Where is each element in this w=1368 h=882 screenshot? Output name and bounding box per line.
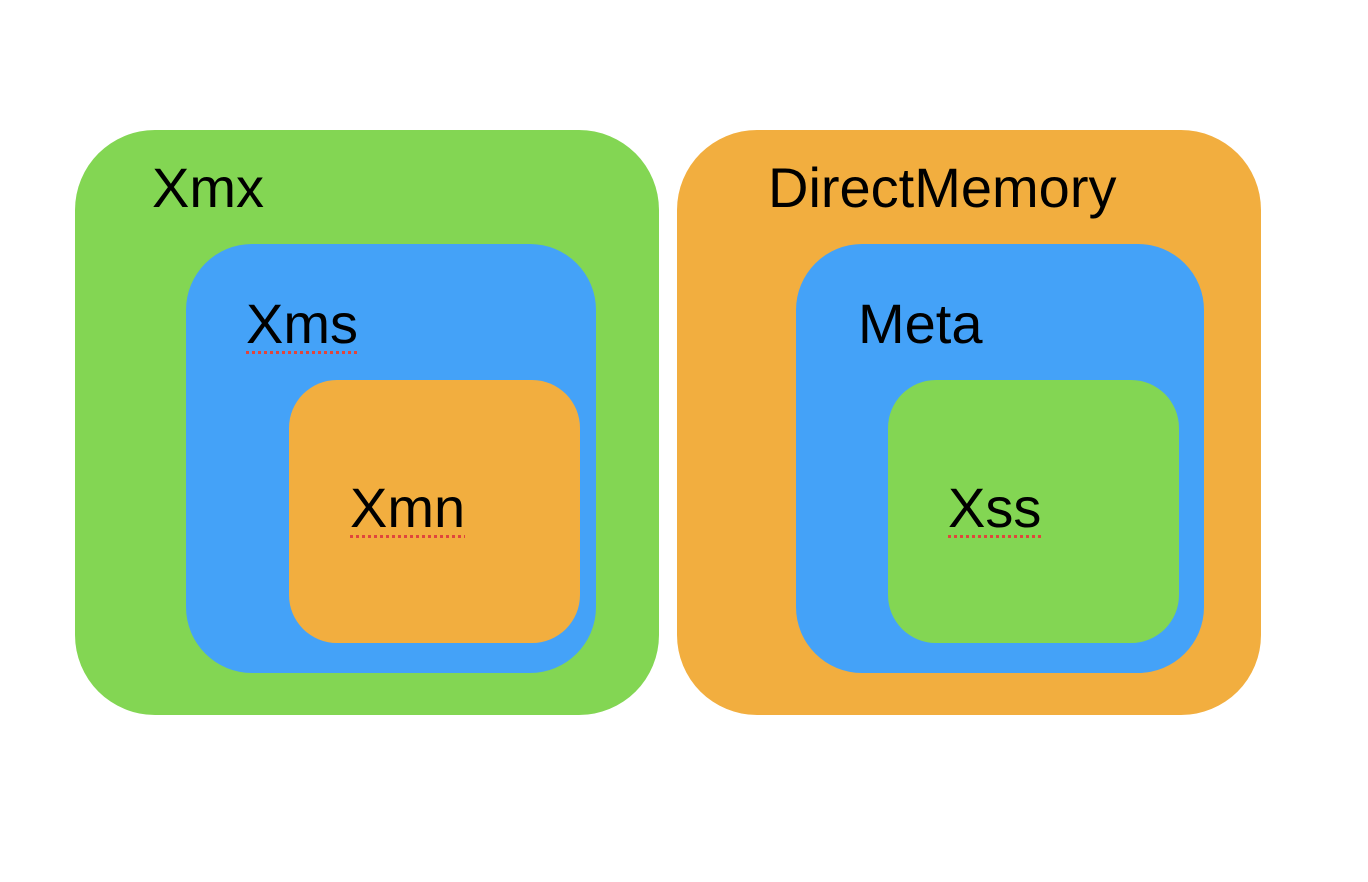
xmn-box: [289, 380, 580, 643]
direct-memory-label: DirectMemory: [768, 156, 1117, 219]
xss-box: [888, 380, 1179, 643]
xss-label: Xss: [948, 476, 1042, 539]
meta-label: Meta: [858, 292, 983, 355]
xms-label: Xms: [246, 292, 358, 355]
xmn-label: Xmn: [350, 476, 466, 539]
xmx-label: Xmx: [152, 156, 264, 219]
